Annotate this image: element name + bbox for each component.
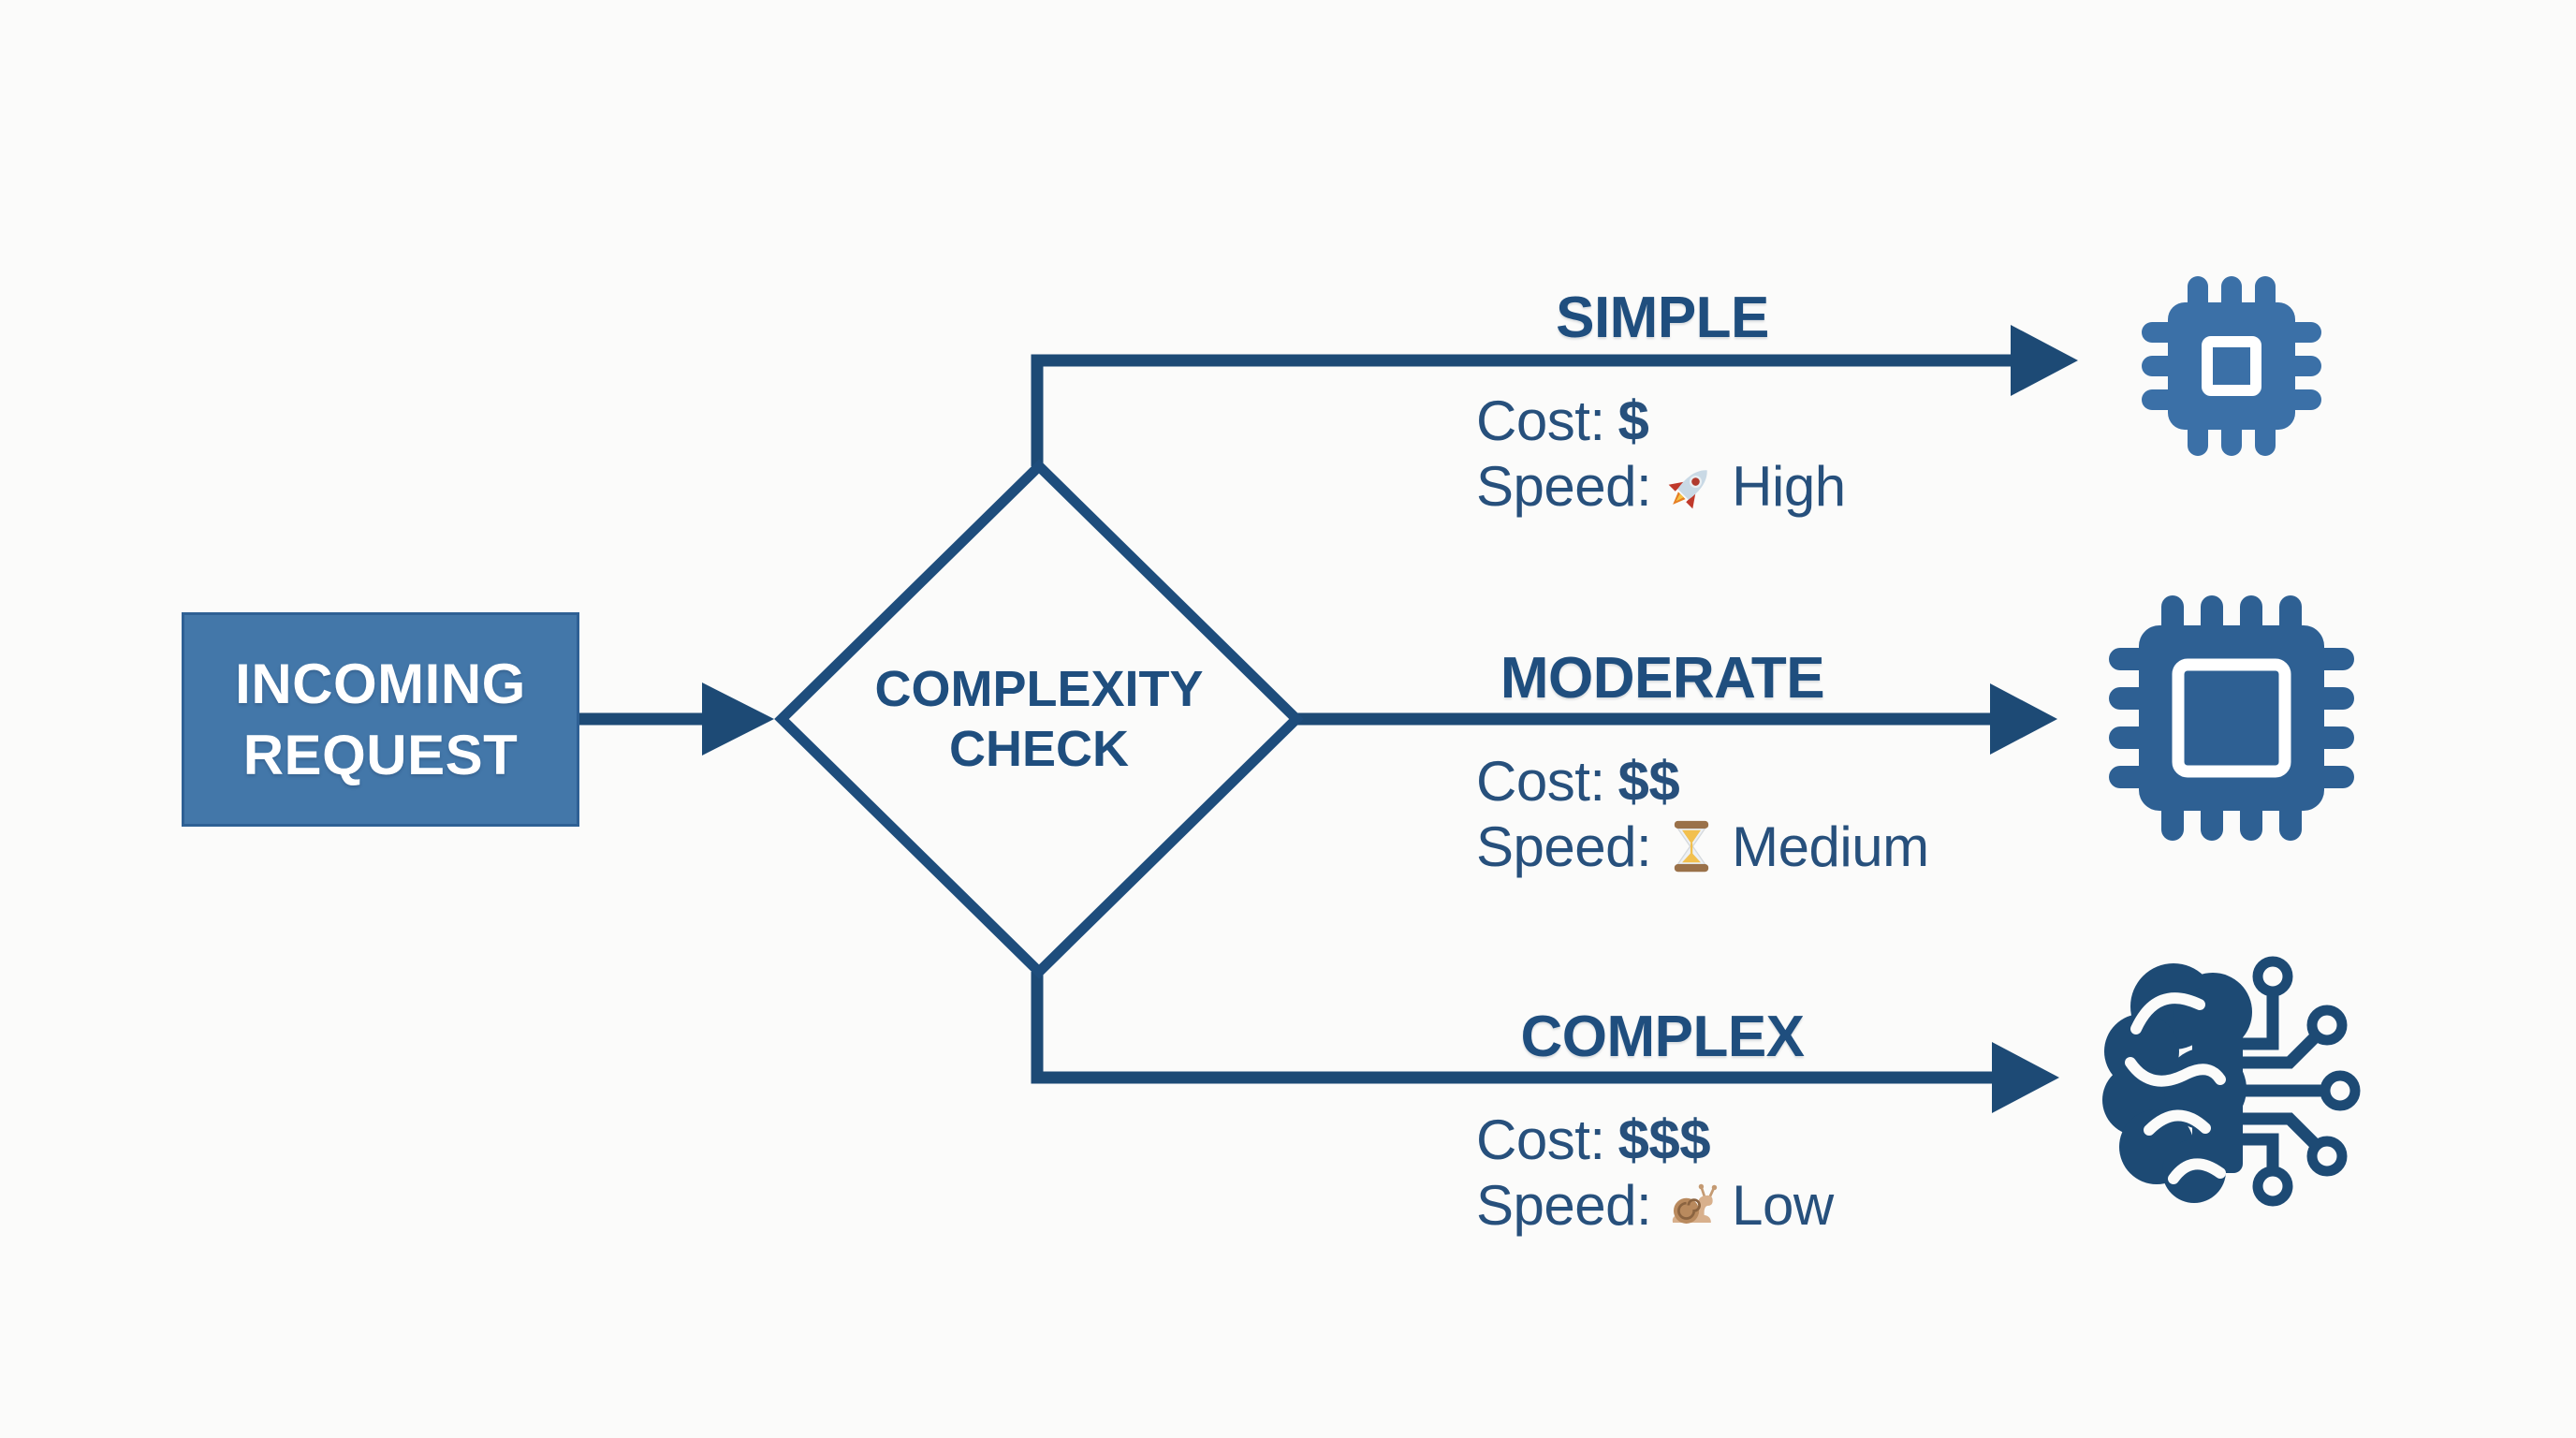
flow-line-simple [1031, 354, 2011, 466]
speed-label: Speed: [1476, 814, 1652, 878]
speed-label: Speed: [1476, 1173, 1652, 1237]
complex-cost-line: Cost: $$$ [1476, 1107, 1711, 1172]
complex-speed-line: Speed: Low [1476, 1172, 1834, 1238]
arrowhead-icon-moderate [1990, 683, 2057, 755]
cost-value: $ [1617, 389, 1649, 452]
speed-value: High [1732, 454, 1846, 518]
incoming-request-node: INCOMING REQUEST [182, 612, 579, 827]
branch-label-complex: COMPLEX [1520, 1005, 1805, 1069]
snail-icon [1672, 1183, 1718, 1224]
large-chip-icon [2109, 595, 2354, 841]
cost-label: Cost: [1476, 389, 1605, 452]
brain-circuit-icon [2102, 956, 2361, 1207]
speed-value: Medium [1732, 814, 1929, 878]
small-chip-icon [2142, 276, 2321, 456]
speed-label: Speed: [1476, 454, 1652, 518]
cost-value: $$ [1617, 749, 1680, 813]
complexity-check-label: COMPLEXITY CHECK [874, 661, 1204, 777]
decision-diamond-shape [774, 459, 1304, 979]
cost-label: Cost: [1476, 749, 1605, 813]
flow-line-complex [1031, 972, 1992, 1084]
moderate-cost-line: Cost: $$ [1476, 748, 1680, 814]
arrowhead-icon-complex [1992, 1042, 2059, 1113]
speed-value: Low [1732, 1173, 1834, 1237]
simple-speed-line: Speed: High [1476, 453, 1846, 519]
arrowhead-icon-request [702, 682, 774, 756]
cost-value: $$$ [1617, 1108, 1711, 1171]
branch-label-moderate: MODERATE [1500, 646, 1825, 711]
simple-cost-line: Cost: $ [1476, 388, 1649, 453]
rocket-icon [1668, 470, 1707, 509]
hourglass-icon [1675, 820, 1709, 873]
branch-label-simple: SIMPLE [1556, 286, 1769, 350]
arrowhead-icon-simple [2011, 325, 2078, 396]
cost-label: Cost: [1476, 1108, 1605, 1171]
moderate-speed-line: Speed: Medium [1476, 814, 1929, 879]
